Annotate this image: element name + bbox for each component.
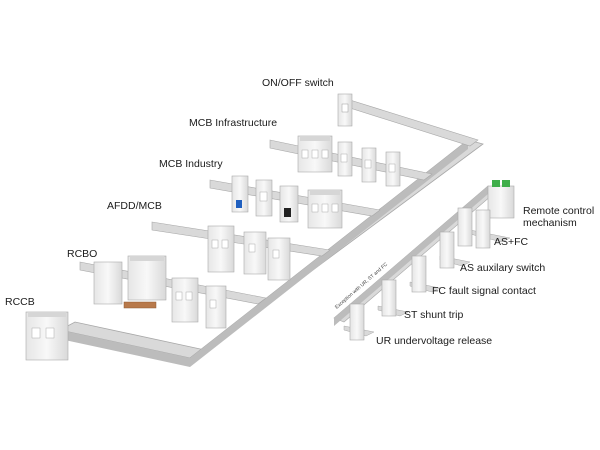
label-as-auxiliary-switch: AS auxilary switch bbox=[460, 262, 546, 274]
label-ur-undervoltage-release: UR undervoltage release bbox=[376, 335, 493, 347]
afdd-mcb-devices bbox=[207, 225, 291, 281]
st-shunt-device bbox=[381, 279, 397, 317]
rccb-device bbox=[25, 311, 69, 361]
rcbo-devices bbox=[93, 255, 227, 329]
label-mcb-infrastructure: MCB Infrastructure bbox=[189, 117, 278, 129]
as-fc-device bbox=[457, 207, 491, 249]
label-afdd-mcb: AFDD/MCB bbox=[107, 200, 162, 212]
label-remote-control-line1: Remote control bbox=[523, 205, 595, 217]
on-off-switch-device bbox=[337, 93, 353, 127]
branch-rail-on-off bbox=[349, 99, 479, 147]
fc-fault-device bbox=[411, 255, 427, 293]
mcb-infrastructure-devices bbox=[297, 135, 401, 187]
as-auxiliary-device bbox=[439, 231, 455, 269]
remote-control-device bbox=[487, 180, 515, 219]
label-rcbo: RCBO bbox=[67, 248, 98, 260]
label-st-shunt-trip: ST shunt trip bbox=[404, 309, 464, 321]
branch-rail-afdd bbox=[151, 221, 331, 257]
ur-undervoltage-device bbox=[349, 303, 365, 341]
mcb-industry-devices bbox=[231, 175, 343, 229]
label-fc-fault-signal-contact: FC fault signal contact bbox=[432, 285, 536, 297]
main-rail bbox=[58, 139, 484, 367]
label-remote-control-line2: mechanism bbox=[523, 217, 577, 229]
label-mcb-industry: MCB Industry bbox=[159, 158, 223, 170]
label-as-fc: AS+FC bbox=[494, 236, 529, 248]
label-rccb: RCCB bbox=[5, 296, 35, 308]
label-on-off-switch: ON/OFF switch bbox=[262, 77, 334, 89]
